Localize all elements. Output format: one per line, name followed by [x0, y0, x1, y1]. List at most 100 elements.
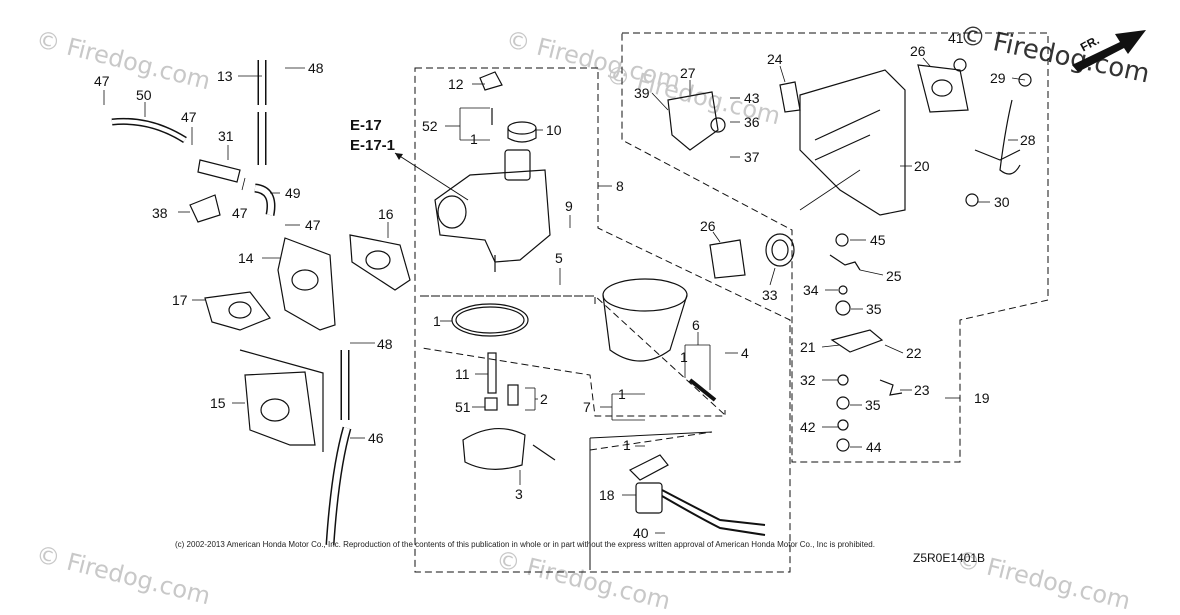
- callout: 37: [744, 149, 760, 165]
- callout: 42: [800, 419, 816, 435]
- callout: 12: [448, 76, 464, 92]
- gasket-16: [349, 234, 411, 291]
- callout: 5: [555, 250, 563, 266]
- nut-34: [838, 285, 848, 295]
- callout: 7: [583, 399, 591, 415]
- callout: 52: [422, 118, 438, 134]
- callout: 41: [948, 30, 964, 46]
- washer-45: [835, 233, 849, 247]
- callout: 9: [565, 198, 573, 214]
- washer-35: [835, 300, 851, 316]
- spring-25: [829, 254, 861, 271]
- callout: 47: [94, 73, 110, 89]
- gasket-26b: [709, 239, 746, 279]
- callout: 45: [870, 232, 886, 248]
- callout: 19: [974, 390, 990, 406]
- callout: 17: [172, 292, 188, 308]
- float-3: [462, 427, 526, 470]
- screw-12: [479, 71, 503, 91]
- reference-e17-1: E-17-1: [350, 137, 396, 154]
- callout: 43: [744, 90, 760, 106]
- float-bowl: [602, 278, 688, 312]
- o-ring: [451, 303, 529, 337]
- callout: 51: [455, 399, 471, 415]
- control-motor-27: [667, 91, 719, 151]
- callout: 24: [767, 51, 783, 67]
- cap-10: [507, 121, 537, 135]
- nut-29: [1018, 73, 1032, 87]
- callout: 34: [803, 282, 819, 298]
- callout: 47: [181, 109, 197, 125]
- callout: 30: [994, 194, 1010, 210]
- callout: 8: [616, 178, 624, 194]
- arm-21: [830, 329, 884, 353]
- callout: 23: [914, 382, 930, 398]
- gasket-26: [917, 64, 969, 113]
- callout: 35: [866, 301, 882, 317]
- main-nozzle-11: [487, 352, 497, 394]
- callout: 14: [238, 250, 254, 266]
- carburetor-group-outline: [414, 67, 791, 573]
- copyright-notice: (c) 2002-2013 American Honda Motor Co., …: [175, 540, 875, 549]
- fuel-cut-group-outline: [589, 431, 713, 451]
- callout: 44: [866, 439, 882, 455]
- callout: 33: [762, 287, 778, 303]
- gasket-17: [204, 291, 271, 331]
- callout: 39: [634, 85, 650, 101]
- nut-30: [965, 193, 979, 207]
- callout: 2: [540, 391, 548, 407]
- spring-33: [765, 233, 795, 267]
- fuel-filter-31: [197, 159, 241, 183]
- callout: 46: [368, 430, 384, 446]
- callout: 1: [470, 131, 478, 147]
- base-plate-20: [799, 69, 906, 216]
- fuel-cut-solenoid-18: [628, 454, 669, 481]
- callout: 47: [305, 217, 321, 233]
- callout: 47: [232, 205, 248, 221]
- callout: 48: [308, 60, 324, 76]
- diagram-code: Z5R0E1401B: [913, 551, 986, 565]
- callout: 3: [515, 486, 523, 502]
- callout: 16: [378, 206, 394, 222]
- spring-28: [999, 99, 1021, 175]
- washer-44: [836, 438, 850, 452]
- nut-42: [837, 419, 849, 431]
- callout: 49: [285, 185, 301, 201]
- callout: 50: [136, 87, 152, 103]
- callout: 1: [433, 313, 441, 329]
- insulator-14: [277, 237, 336, 331]
- callout: 40: [633, 525, 649, 541]
- callout: 27: [680, 65, 696, 81]
- callout: 26: [910, 43, 926, 59]
- callout: 31: [218, 128, 234, 144]
- callout: 1: [680, 349, 688, 365]
- callout: 22: [906, 345, 922, 361]
- callout: 26: [700, 218, 716, 234]
- callout: 4: [741, 345, 749, 361]
- callout: 32: [800, 372, 816, 388]
- joint-38: [189, 194, 221, 223]
- washer-35b: [836, 396, 850, 410]
- callout: 25: [886, 268, 902, 284]
- bracket-24: [779, 81, 801, 113]
- carburetor-body: [434, 169, 551, 263]
- callout: 29: [990, 70, 1006, 86]
- callout: 11: [455, 366, 470, 382]
- callout: 1: [618, 386, 626, 402]
- callout: 10: [546, 122, 562, 138]
- callout: 13: [217, 68, 233, 84]
- callout: 36: [744, 114, 760, 130]
- callout: 28: [1020, 132, 1036, 148]
- callout: 1: [623, 437, 631, 453]
- clip-23: [879, 379, 903, 396]
- callout: 21: [800, 339, 816, 355]
- reference-e17: E-17: [350, 117, 382, 134]
- callout: 38: [152, 205, 168, 221]
- callout: 48: [377, 336, 393, 352]
- callout: 18: [599, 487, 615, 503]
- parts-diagram: 47 50 13 48 47 31 38 47 49 47 14 16 17 4…: [94, 30, 1146, 573]
- float-bowl-group-outline: [421, 295, 726, 417]
- callout: 35: [865, 397, 881, 413]
- callout: 6: [692, 317, 700, 333]
- nut-41: [953, 58, 967, 72]
